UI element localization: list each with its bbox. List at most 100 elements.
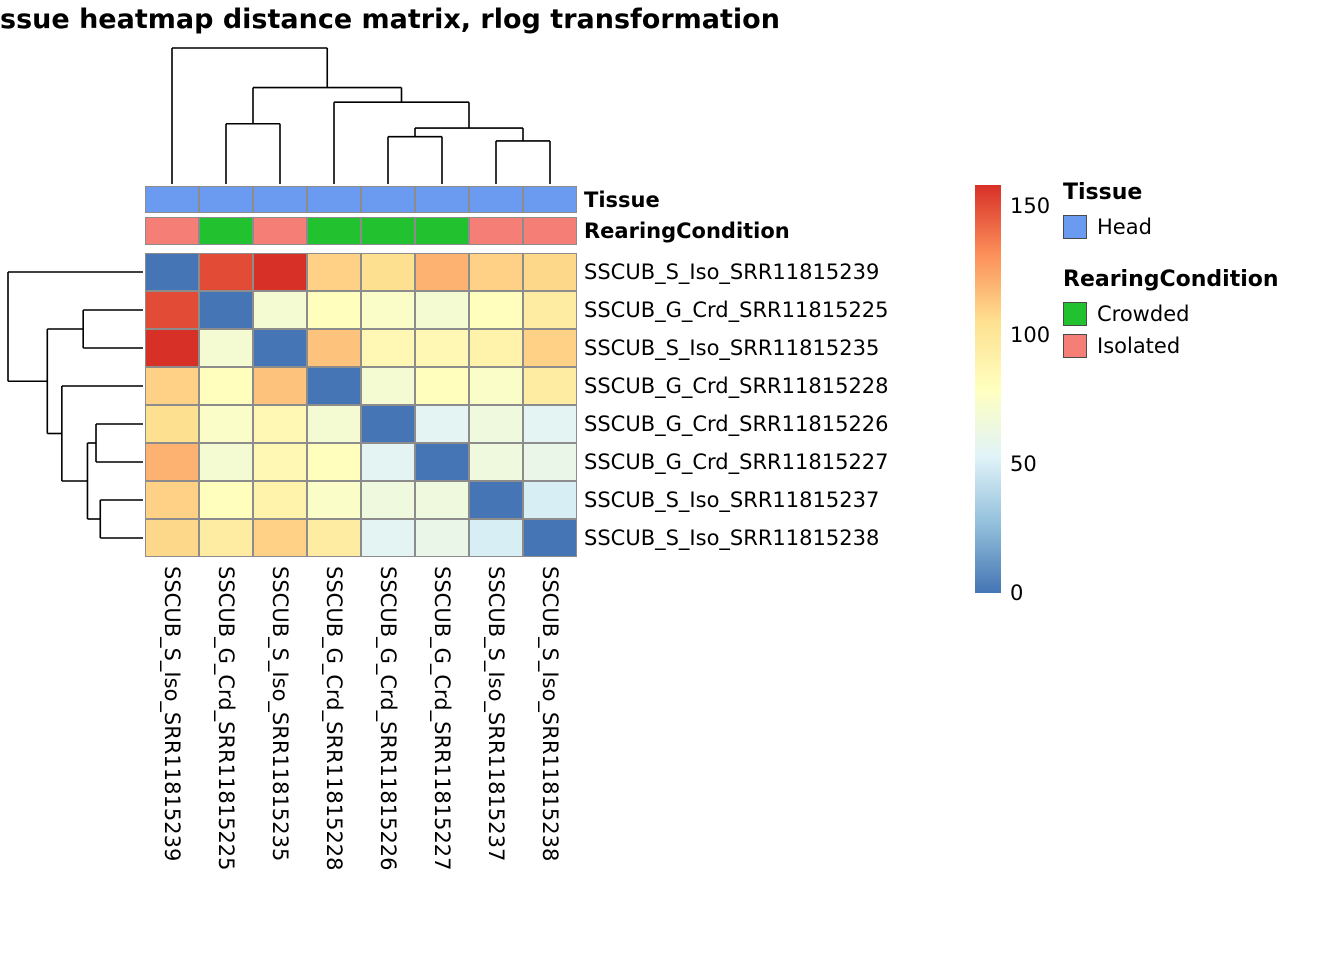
heatmap-cell — [145, 291, 199, 329]
heatmap-cell — [415, 367, 469, 405]
heatmap-cell — [145, 253, 199, 291]
tissue-track-label: Tissue — [584, 188, 660, 212]
heatmap-cell — [415, 481, 469, 519]
heatmap-cell — [253, 519, 307, 557]
annotation-cell-rearingcondition — [199, 217, 253, 245]
heatmap-cell — [361, 329, 415, 367]
heatmap-cell — [523, 291, 577, 329]
annotation-cell-tissue — [253, 186, 307, 213]
heatmap-cell — [199, 329, 253, 367]
heatmap-cell — [361, 367, 415, 405]
heatmap-cell — [199, 519, 253, 557]
heatmap-cell — [415, 291, 469, 329]
colorbar-tick-label: 100 — [1010, 322, 1051, 347]
legend-item-label: Head — [1097, 215, 1152, 239]
heatmap-cell — [307, 443, 361, 481]
column-label: SSCUB_G_Crd_SRR11815225 — [214, 566, 238, 871]
annotation-cell-tissue — [415, 186, 469, 213]
heatmap-cell — [415, 519, 469, 557]
column-label: SSCUB_G_Crd_SRR11815228 — [322, 566, 346, 871]
heatmap-cell — [253, 291, 307, 329]
annotation-cell-rearingcondition — [361, 217, 415, 245]
colorbar — [975, 185, 1001, 593]
colorbar-tick-label: 0 — [1010, 581, 1024, 605]
heatmap-cell — [307, 481, 361, 519]
annotation-cell-rearingcondition — [469, 217, 523, 245]
legend-item-crowded: Crowded — [1063, 302, 1343, 326]
heatmap-cell — [469, 329, 523, 367]
annotation-cell-rearingcondition — [307, 217, 361, 245]
annotation-cell-tissue — [199, 186, 253, 213]
annotation-cell-rearingcondition — [523, 217, 577, 245]
row-label: SSCUB_G_Crd_SRR11815227 — [584, 450, 889, 474]
heatmap-cell — [523, 367, 577, 405]
heatmap-cell — [523, 405, 577, 443]
heatmap-cell — [253, 253, 307, 291]
colorbar-tick-label: 50 — [1010, 451, 1037, 476]
heatmap-cell — [469, 405, 523, 443]
heatmap-cell — [523, 519, 577, 557]
column-label: SSCUB_S_Iso_SRR11815237 — [484, 566, 508, 862]
heatmap-cell — [469, 253, 523, 291]
column-label: SSCUB_G_Crd_SRR11815226 — [376, 566, 400, 871]
annotation-cell-tissue — [307, 186, 361, 213]
annotation-cell-rearingcondition — [145, 217, 199, 245]
heatmap-cell — [361, 291, 415, 329]
heatmap-cell — [199, 367, 253, 405]
annotation-cell-rearingcondition — [253, 217, 307, 245]
heatmap-cell — [523, 443, 577, 481]
heatmap-cell — [145, 405, 199, 443]
heatmap-cell — [361, 253, 415, 291]
row-label: SSCUB_G_Crd_SRR11815226 — [584, 412, 889, 436]
legend: Tissue Head RearingCondition Crowded Iso… — [1063, 180, 1343, 366]
heatmap-cell — [199, 405, 253, 443]
heatmap-cell — [415, 329, 469, 367]
row-label: SSCUB_G_Crd_SRR11815225 — [584, 298, 889, 322]
column-label: SSCUB_G_Crd_SRR11815227 — [430, 566, 454, 871]
heatmap-cell — [253, 329, 307, 367]
annotation-cell-tissue — [361, 186, 415, 213]
heatmap-cell — [307, 329, 361, 367]
legend-item-isolated: Isolated — [1063, 334, 1343, 358]
heatmap-cell — [199, 443, 253, 481]
heatmap-cell — [145, 519, 199, 557]
heatmap-cell — [523, 481, 577, 519]
heatmap-cell — [361, 519, 415, 557]
heatmap-cell — [469, 291, 523, 329]
heatmap-cell — [199, 253, 253, 291]
heatmap-cell — [523, 329, 577, 367]
heatmap-cell — [469, 443, 523, 481]
heatmap-cell — [415, 443, 469, 481]
heatmap-cell — [469, 519, 523, 557]
column-dendrogram — [171, 47, 551, 184]
legend-item-label: Isolated — [1097, 334, 1181, 358]
row-label: SSCUB_G_Crd_SRR11815228 — [584, 374, 889, 398]
heatmap-cell — [361, 405, 415, 443]
crowded-color-swatch — [1063, 302, 1087, 326]
heatmap-cell — [199, 481, 253, 519]
heatmap-cell — [253, 367, 307, 405]
heatmap-cell — [199, 291, 253, 329]
chart-title: ssue heatmap distance matrix, rlog trans… — [0, 4, 780, 35]
legend-tissue-title: Tissue — [1063, 180, 1143, 205]
heatmap-cell — [145, 443, 199, 481]
legend-rearing-title: RearingCondition — [1063, 267, 1279, 292]
annotation-cell-tissue — [145, 186, 199, 213]
heatmap-cell — [145, 329, 199, 367]
heatmap-cell — [415, 405, 469, 443]
legend-item-head: Head — [1063, 215, 1343, 239]
colorbar-tick-label: 150 — [1010, 193, 1051, 218]
legend-item-label: Crowded — [1097, 302, 1190, 326]
isolated-color-swatch — [1063, 334, 1087, 358]
annotation-cell-tissue — [469, 186, 523, 213]
row-label: SSCUB_S_Iso_SRR11815237 — [584, 488, 880, 512]
heatmap-cell — [307, 367, 361, 405]
heatmap-cell — [253, 405, 307, 443]
annotation-cell-rearingcondition — [415, 217, 469, 245]
heatmap-cell — [145, 481, 199, 519]
row-label: SSCUB_S_Iso_SRR11815239 — [584, 260, 880, 284]
rearing-track-label: RearingCondition — [584, 219, 790, 243]
heatmap-cell — [361, 481, 415, 519]
column-label: SSCUB_S_Iso_SRR11815235 — [268, 566, 292, 862]
